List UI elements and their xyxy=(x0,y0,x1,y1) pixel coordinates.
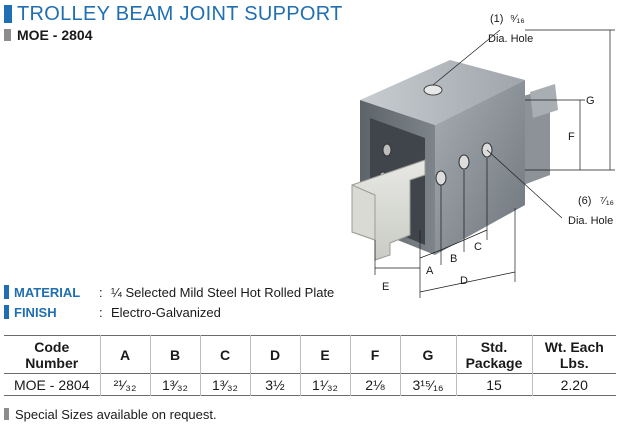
top-hole-fraction: ⁹⁄₁₆ xyxy=(510,13,525,25)
cell-weight: 2.20 xyxy=(531,373,616,396)
dim-f: F xyxy=(568,131,575,143)
material-label: MATERIAL xyxy=(14,284,81,300)
header-weight-line-2: Lbs. xyxy=(559,354,589,371)
header-weight-line-1: Wt. Each xyxy=(544,338,604,355)
spec-marker xyxy=(4,305,9,319)
header-c: C xyxy=(199,335,250,374)
bracket-top-face xyxy=(360,60,525,125)
cell-b: 1³⁄₃₂ xyxy=(149,373,200,396)
side-hole xyxy=(435,170,447,186)
header-a: A xyxy=(99,335,150,374)
header-g: G xyxy=(399,335,456,374)
header-e: E xyxy=(299,335,350,374)
header-package-line-1: Std. xyxy=(480,338,508,355)
model-row: MOE - 2804 xyxy=(4,27,92,43)
header-b: B xyxy=(149,335,200,374)
finish-label: FINISH xyxy=(14,304,57,320)
dim-c: C xyxy=(474,241,482,253)
dim-a: A xyxy=(426,265,434,277)
spec-colon: : xyxy=(99,284,103,300)
cell-e: 1¹⁄₃₂ xyxy=(299,373,350,396)
cell-a: ²¹⁄₃₂ xyxy=(99,373,150,396)
dim-g: G xyxy=(586,95,595,107)
title-row: TROLLEY BEAM JOINT SUPPORT xyxy=(4,3,343,25)
cell-f: 2⅛ xyxy=(349,373,400,396)
header-d: D xyxy=(249,335,300,374)
dim-b: B xyxy=(450,253,457,265)
cell-code: MOE - 2804 xyxy=(14,376,90,393)
material-value: ¼ Selected Mild Steel Hot Rolled Plate xyxy=(111,284,335,300)
side-hole xyxy=(458,154,470,170)
top-hole xyxy=(423,84,443,96)
product-drawing: (1) ⁹⁄₁₆ Dia. Hole (6) ⁷⁄₁₆ Dia. Hole G … xyxy=(351,13,615,298)
title-accent-bar xyxy=(4,5,12,23)
top-hole-label: Dia. Hole xyxy=(488,33,533,45)
special-sizes-note: Special Sizes available on request. xyxy=(15,406,217,422)
cell-c: 1³⁄₃₂ xyxy=(199,373,250,396)
spec-marker xyxy=(4,285,9,299)
cell-g: 3¹⁵⁄₁₆ xyxy=(399,373,456,396)
cell-d: 3½ xyxy=(249,373,300,396)
header-code-line-1: Code xyxy=(34,338,70,355)
header-code-line-2: Number xyxy=(25,354,79,371)
model-number: MOE - 2804 xyxy=(17,27,93,43)
note-row: Special Sizes available on request. xyxy=(4,406,217,422)
spec-colon: : xyxy=(99,304,103,320)
dim-e: E xyxy=(382,281,389,293)
side-hole-fraction: ⁷⁄₁₆ xyxy=(600,195,614,207)
side-hole-label: Dia. Hole xyxy=(568,215,613,227)
model-marker xyxy=(4,29,11,41)
note-marker xyxy=(4,408,9,420)
finish-value: Electro-Galvanized xyxy=(111,304,221,320)
side-hole-qty: (6) xyxy=(578,195,591,207)
header-f: F xyxy=(349,335,400,374)
side-hole xyxy=(382,143,392,157)
header-package: Std.Package xyxy=(455,335,532,374)
dim-d: D xyxy=(460,275,468,287)
page-title: TROLLEY BEAM JOINT SUPPORT xyxy=(17,2,343,25)
spec-material: MATERIAL : ¼ Selected Mild Steel Hot Rol… xyxy=(4,282,334,302)
spec-finish: FINISH : Electro-Galvanized xyxy=(4,302,334,322)
top-hole-qty: (1) xyxy=(490,13,503,25)
cell-package: 15 xyxy=(455,373,532,396)
header-package-line-2: Package xyxy=(465,354,523,371)
spec-list: MATERIAL : ¼ Selected Mild Steel Hot Rol… xyxy=(4,282,334,322)
table-row: MOE - 2804 ²¹⁄₃₂ 1³⁄₃₂ 1³⁄₃₂ 3½ 1¹⁄₃₂ 2⅛… xyxy=(4,373,616,396)
bracket-front-face xyxy=(435,80,525,255)
